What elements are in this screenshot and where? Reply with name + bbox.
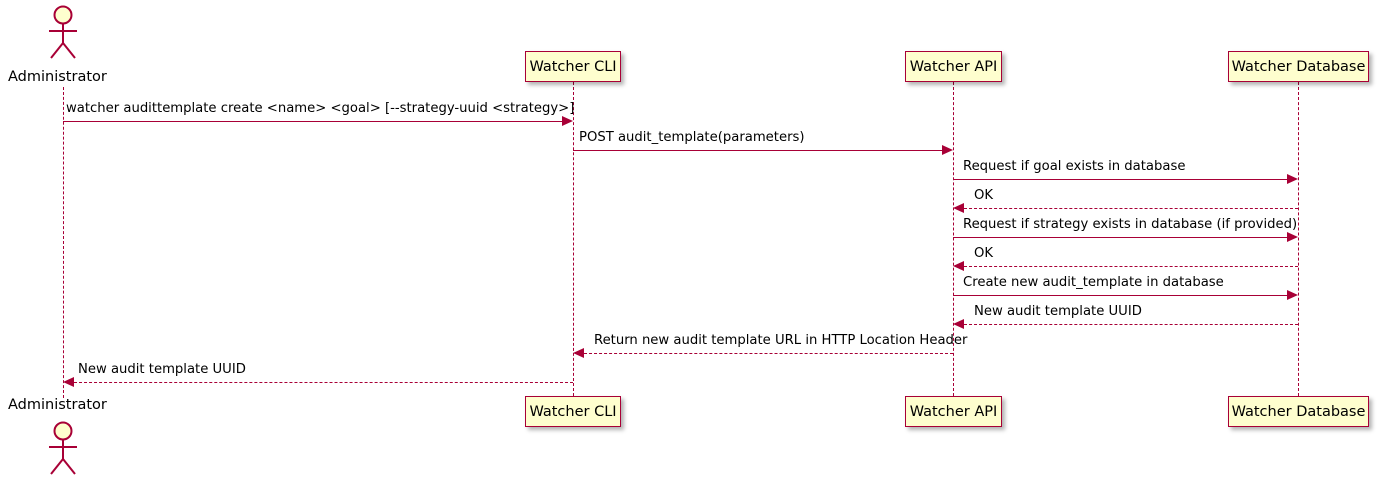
participant-label-watcher-cli-top: Watcher CLI bbox=[529, 58, 617, 75]
message-arrowhead-7 bbox=[1287, 290, 1298, 300]
message-label-8: New audit template UUID bbox=[974, 304, 1142, 319]
actor-figure-icon bbox=[49, 421, 77, 475]
message-line-4 bbox=[964, 208, 1298, 209]
message-arrowhead-3 bbox=[1287, 174, 1298, 184]
actor-administrator-bottom bbox=[41, 420, 85, 476]
message-arrowhead-8 bbox=[953, 319, 964, 329]
message-line-3 bbox=[953, 179, 1288, 180]
participant-label-watcher-database-bottom: Watcher Database bbox=[1231, 403, 1366, 420]
message-label-1: watcher audittemplate create <name> <goa… bbox=[66, 101, 575, 116]
message-line-6 bbox=[964, 266, 1298, 267]
actor-administrator-top bbox=[41, 4, 85, 60]
participant-box-watcher-api-bottom[interactable]: Watcher API bbox=[905, 396, 1002, 427]
lifeline-watcher-api bbox=[953, 82, 954, 396]
participant-label-watcher-api-bottom: Watcher API bbox=[909, 403, 998, 420]
participant-label-watcher-cli-bottom: Watcher CLI bbox=[529, 403, 617, 420]
message-label-6: OK bbox=[974, 246, 994, 261]
message-arrowhead-10 bbox=[63, 377, 74, 387]
message-arrowhead-5 bbox=[1287, 232, 1298, 242]
message-line-5 bbox=[953, 237, 1288, 238]
actor-figure-icon bbox=[49, 5, 77, 59]
lifeline-watcher-database bbox=[1298, 82, 1299, 396]
lifeline-administrator bbox=[63, 87, 64, 398]
message-line-7 bbox=[953, 295, 1288, 296]
participant-box-watcher-cli-top[interactable]: Watcher CLI bbox=[525, 51, 621, 82]
message-label-10: New audit template UUID bbox=[78, 362, 246, 377]
actor-label-administrator-top: Administrator bbox=[8, 69, 107, 85]
participant-box-watcher-cli-bottom[interactable]: Watcher CLI bbox=[525, 396, 621, 427]
participant-label-watcher-api-top: Watcher API bbox=[909, 58, 998, 75]
message-label-7: Create new audit_template in database bbox=[963, 275, 1224, 290]
participant-box-watcher-database-bottom[interactable]: Watcher Database bbox=[1228, 396, 1369, 427]
participant-label-watcher-database-top: Watcher Database bbox=[1231, 58, 1366, 75]
actor-label-administrator-bottom: Administrator bbox=[8, 397, 107, 413]
message-label-9: Return new audit template URL in HTTP Lo… bbox=[594, 333, 968, 348]
participant-box-watcher-api-top[interactable]: Watcher API bbox=[905, 51, 1002, 82]
message-arrowhead-1 bbox=[562, 116, 573, 126]
message-label-4: OK bbox=[974, 188, 994, 203]
message-label-2: POST audit_template(parameters) bbox=[579, 130, 805, 145]
lifeline-watcher-cli bbox=[573, 82, 574, 396]
message-arrowhead-6 bbox=[953, 261, 964, 271]
message-arrowhead-9 bbox=[573, 348, 584, 358]
message-arrowhead-2 bbox=[942, 145, 953, 155]
message-line-1 bbox=[63, 121, 563, 122]
message-arrowhead-4 bbox=[953, 203, 964, 213]
message-label-3: Request if goal exists in database bbox=[963, 159, 1186, 174]
message-label-5: Request if strategy exists in database (… bbox=[963, 217, 1298, 232]
participant-box-watcher-database-top[interactable]: Watcher Database bbox=[1228, 51, 1369, 82]
message-line-9 bbox=[584, 353, 953, 354]
message-line-8 bbox=[964, 324, 1298, 325]
message-line-2 bbox=[573, 150, 943, 151]
message-line-10 bbox=[74, 382, 573, 383]
